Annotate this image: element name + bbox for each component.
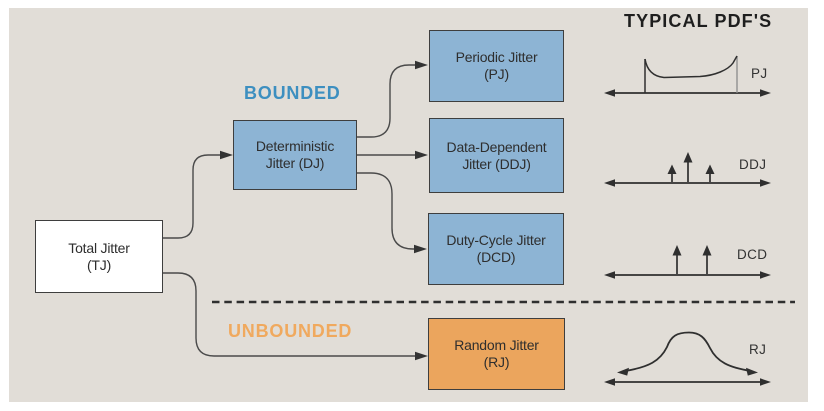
node-label-line1: Data-Dependent xyxy=(446,138,547,155)
node-label-line2: (TJ) xyxy=(86,256,112,273)
node-label-line1: Duty-Cycle Jitter xyxy=(446,232,546,248)
node-label-line2: (RJ) xyxy=(483,354,510,370)
node-label-line2: Jitter (DJ) xyxy=(265,155,325,171)
node-label-line1: Periodic Jitter xyxy=(455,49,538,65)
node-label-line2: (DCD) xyxy=(476,249,516,265)
node-deterministic-jitter: Deterministic Jitter (DJ) xyxy=(233,120,357,190)
node-periodic-jitter: Periodic Jitter (PJ) xyxy=(429,30,564,102)
node-random-jitter: Random Jitter (RJ) xyxy=(428,318,565,390)
pdf-label-ddj: DDJ xyxy=(739,157,767,172)
node-label-line2: Jitter (DDJ) xyxy=(462,155,531,172)
node-duty-cycle-jitter: Duty-Cycle Jitter (DCD) xyxy=(428,213,564,285)
node-label-line1: Deterministic xyxy=(255,138,335,154)
pdf-label-dcd: DCD xyxy=(737,247,768,262)
node-label-line1: Total Jitter xyxy=(68,239,130,256)
typical-pdfs-title: TYPICAL PDF'S xyxy=(624,11,773,31)
node-label-line2: (PJ) xyxy=(484,66,509,82)
node-total-jitter: Total Jitter (TJ) xyxy=(35,220,163,293)
pdf-label-pj: PJ xyxy=(751,66,768,81)
node-data-dependent-jitter: Data-Dependent Jitter (DDJ) xyxy=(429,118,564,193)
diagram-panel xyxy=(9,8,808,402)
unbounded-label: UNBOUNDED xyxy=(228,321,353,341)
bounded-label: BOUNDED xyxy=(244,83,341,103)
node-label-line1: Random Jitter xyxy=(454,337,539,353)
pdf-label-rj: RJ xyxy=(749,342,767,357)
